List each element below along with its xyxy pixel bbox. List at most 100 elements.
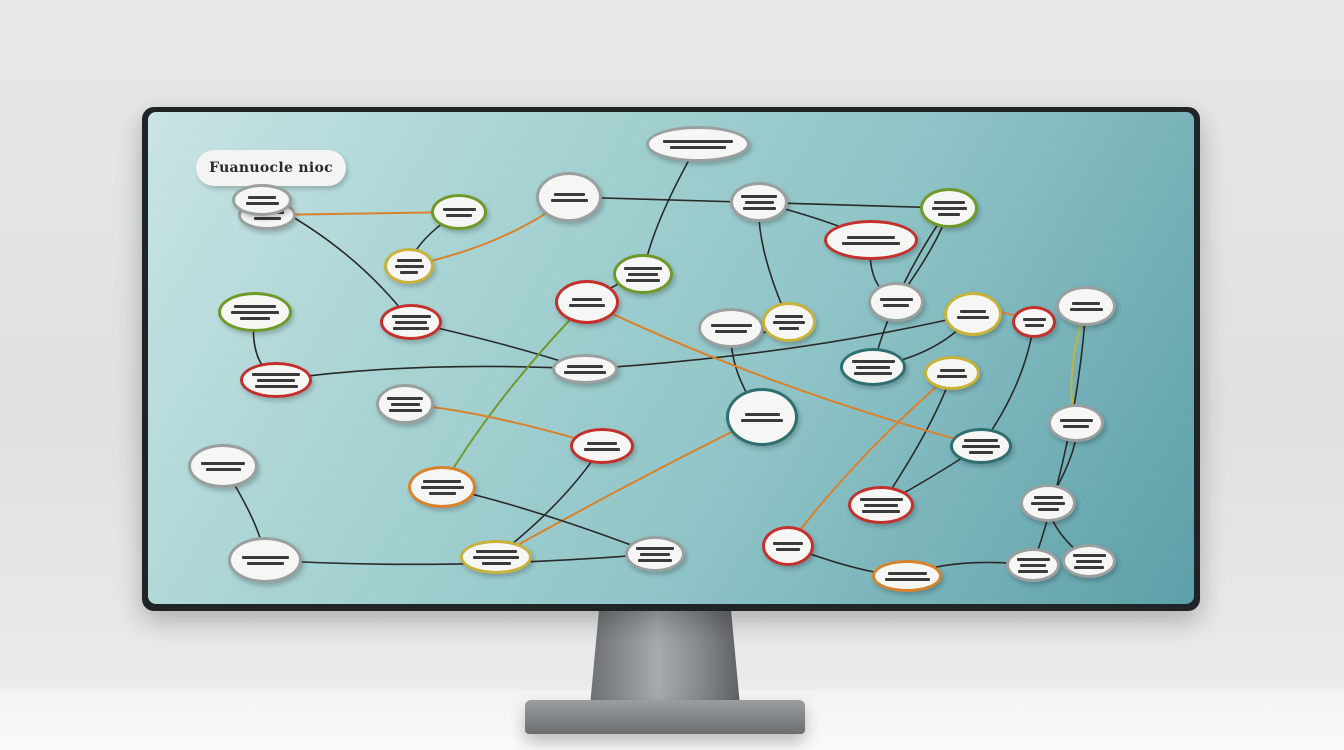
- diagram-link: [787, 372, 953, 547]
- diagram-node[interactable]: [730, 182, 788, 222]
- node-text-lines: [584, 441, 620, 451]
- diagram-node[interactable]: [218, 292, 292, 332]
- node-text-line: [931, 206, 967, 210]
- node-text-lines: [710, 323, 752, 333]
- node-text-line: [245, 201, 279, 205]
- node-text-line: [473, 555, 519, 559]
- diagram-node[interactable]: [924, 356, 980, 390]
- node-text-line: [584, 447, 620, 451]
- diagram-node[interactable]: [408, 466, 476, 508]
- node-text-line: [567, 364, 603, 368]
- node-text-line: [1072, 553, 1106, 557]
- node-text-line: [205, 467, 241, 471]
- node-text-lines: [1069, 301, 1103, 311]
- diagram-node[interactable]: [376, 384, 434, 424]
- diagram-node[interactable]: [228, 537, 302, 583]
- node-text-line: [742, 206, 776, 210]
- node-text-lines: [391, 314, 431, 330]
- node-text-lines: [937, 368, 967, 378]
- diagram-node[interactable]: [1048, 404, 1104, 442]
- node-text-line: [1063, 424, 1089, 428]
- diagram-node[interactable]: [1006, 548, 1060, 582]
- node-text-line: [864, 503, 898, 507]
- diagram-node[interactable]: [536, 172, 602, 222]
- diagram-node[interactable]: [944, 292, 1002, 336]
- diagram-link: [275, 365, 586, 381]
- diagram-link: [980, 321, 1035, 447]
- diagram-node[interactable]: [431, 194, 487, 230]
- diagram-node[interactable]: [1056, 286, 1116, 326]
- diagram-node[interactable]: [726, 388, 798, 446]
- diagram-node[interactable]: [232, 184, 292, 216]
- diagram-node[interactable]: [460, 540, 532, 574]
- diagram-link: [495, 445, 603, 558]
- node-text-line: [246, 561, 284, 565]
- diagram-node[interactable]: [384, 248, 434, 284]
- diagram-node[interactable]: [762, 302, 816, 342]
- diagram-node[interactable]: [613, 254, 673, 294]
- node-text-lines: [1031, 495, 1065, 511]
- diagram-node[interactable]: [188, 444, 258, 488]
- diagram-node[interactable]: [625, 536, 685, 572]
- diagram-node[interactable]: [824, 220, 918, 260]
- diagram-node[interactable]: [920, 188, 978, 228]
- monitor-stand-neck: [590, 610, 740, 706]
- node-text-line: [859, 497, 903, 501]
- node-text-lines: [962, 438, 1000, 454]
- node-text-line: [446, 213, 472, 217]
- diagram-title-node[interactable]: Fuanuocle nioc: [196, 150, 346, 186]
- diagram-node[interactable]: [762, 526, 814, 566]
- node-text-line: [776, 547, 800, 551]
- node-text-line: [960, 309, 986, 313]
- node-text-line: [1069, 307, 1103, 311]
- node-text-line: [862, 509, 900, 513]
- diagram-node[interactable]: [1020, 484, 1076, 522]
- node-text-lines: [741, 412, 783, 422]
- node-text-lines: [773, 314, 805, 330]
- node-text-line: [553, 192, 585, 196]
- diagram-node[interactable]: [570, 428, 634, 464]
- node-text-line: [1059, 418, 1093, 422]
- diagram-node[interactable]: [552, 354, 618, 384]
- node-text-line: [969, 450, 993, 454]
- node-text-line: [640, 552, 670, 556]
- node-text-line: [1074, 565, 1104, 569]
- node-text-line: [962, 444, 1000, 448]
- diagram-node[interactable]: [646, 126, 750, 162]
- node-text-lines: [851, 359, 895, 375]
- node-text-line: [1031, 501, 1065, 505]
- node-text-line: [854, 371, 892, 375]
- node-text-line: [390, 402, 420, 406]
- node-text-lines: [569, 297, 605, 307]
- node-text-lines: [564, 364, 606, 374]
- diagram-node[interactable]: [840, 348, 906, 386]
- node-text-line: [775, 314, 803, 318]
- node-text-line: [879, 297, 913, 301]
- node-text-line: [939, 368, 965, 372]
- node-text-line: [1072, 301, 1100, 305]
- diagram-node[interactable]: [240, 362, 312, 398]
- node-text-line: [847, 235, 895, 239]
- diagram-node[interactable]: [698, 308, 764, 348]
- diagram-node[interactable]: [555, 280, 619, 324]
- node-text-lines: [245, 195, 279, 205]
- diagram-node[interactable]: [868, 282, 924, 322]
- diagram-node[interactable]: [848, 486, 914, 524]
- diagram-title: Fuanuocle nioc: [209, 160, 333, 176]
- node-text-line: [663, 139, 733, 143]
- node-text-line: [391, 314, 431, 318]
- node-text-line: [710, 323, 752, 327]
- diagram-node[interactable]: [1012, 306, 1056, 338]
- node-text-line: [400, 270, 418, 274]
- node-text-lines: [879, 297, 913, 307]
- node-text-lines: [624, 266, 662, 282]
- node-text-lines: [387, 396, 423, 412]
- node-text-lines: [1072, 553, 1106, 569]
- diagram-node[interactable]: [950, 428, 1012, 464]
- node-text-line: [550, 198, 588, 202]
- diagram-node[interactable]: [872, 560, 942, 592]
- node-text-line: [1076, 559, 1102, 563]
- node-text-line: [741, 194, 777, 198]
- diagram-node[interactable]: [1062, 544, 1116, 578]
- diagram-node[interactable]: [380, 304, 442, 340]
